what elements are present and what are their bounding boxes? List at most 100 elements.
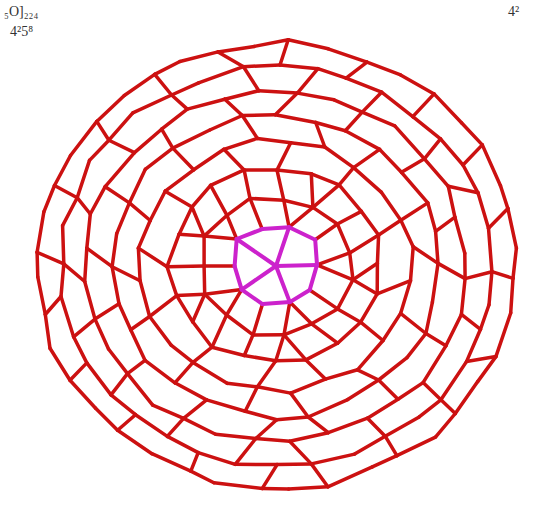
- framework-bond: [105, 153, 134, 187]
- framework-bond: [138, 221, 150, 249]
- framework-bond: [175, 383, 207, 400]
- framework-bond: [354, 168, 382, 193]
- framework-bond: [87, 363, 111, 395]
- framework-bond: [401, 75, 435, 94]
- framework-bond: [244, 335, 253, 356]
- framework-bond: [455, 217, 465, 253]
- framework-bond: [162, 109, 188, 129]
- framework-bond: [173, 148, 194, 170]
- framework-bond: [277, 417, 309, 420]
- framework-bond: [426, 334, 446, 346]
- framework-bond: [105, 187, 129, 203]
- framework-bond: [211, 185, 227, 215]
- framework-bond: [428, 203, 436, 231]
- framework-bond: [193, 347, 212, 362]
- framework-bond: [436, 231, 438, 263]
- framework-bond: [85, 282, 95, 320]
- framework-bond: [345, 131, 379, 150]
- framework-bond: [138, 248, 167, 267]
- framework-bond: [64, 264, 85, 282]
- framework-bond: [361, 322, 383, 340]
- framework-bond: [224, 138, 258, 149]
- framework-bond: [95, 304, 119, 319]
- framework-bond: [37, 212, 44, 253]
- framework-bond: [461, 279, 465, 315]
- framework-bond: [199, 67, 244, 83]
- framework-bond: [411, 247, 414, 281]
- framework-bond: [119, 304, 131, 330]
- framework-bond: [277, 143, 291, 170]
- framework-bond: [140, 281, 150, 317]
- framework-bond: [167, 264, 204, 268]
- framework-bond: [372, 456, 397, 467]
- framework-bond: [194, 149, 224, 170]
- framework-bond: [397, 437, 436, 456]
- framework-bond: [97, 96, 125, 122]
- framework-bond: [37, 252, 64, 264]
- framework-bond: [382, 92, 413, 116]
- framework-bond: [245, 411, 277, 420]
- framework-bond: [280, 40, 288, 65]
- framework-bond: [361, 294, 378, 322]
- framework-bond: [290, 302, 312, 324]
- framework-bond: [379, 220, 401, 235]
- framework-bond: [511, 278, 513, 313]
- framework-bond: [308, 417, 328, 433]
- framework-bond: [316, 123, 325, 148]
- framework-bond: [129, 203, 150, 221]
- framework-bond: [256, 439, 290, 442]
- framework-bond: [426, 302, 433, 333]
- framework-bond: [318, 69, 346, 79]
- framework-bond: [172, 83, 199, 95]
- framework-bond: [135, 129, 162, 152]
- framework-bond: [253, 333, 284, 337]
- framework-bond: [184, 400, 207, 419]
- framework-bond: [44, 186, 55, 212]
- framework-bond: [179, 234, 204, 236]
- framework-bond: [71, 121, 97, 155]
- framework-bond: [227, 290, 242, 315]
- framework-bond: [55, 186, 78, 198]
- framework-bond: [276, 358, 306, 362]
- framework-bond: [165, 191, 192, 207]
- framework-bond: [202, 236, 206, 266]
- framework-bond: [338, 309, 361, 322]
- framework-bond: [423, 383, 441, 400]
- framework-bond: [112, 234, 117, 267]
- framework-bond: [256, 420, 277, 439]
- framework-bond: [153, 405, 184, 418]
- framework-bond: [338, 280, 353, 309]
- framework-bond: [355, 436, 386, 454]
- core-bond: [235, 266, 242, 290]
- framework-bond: [259, 91, 298, 93]
- framework-bond: [311, 174, 313, 208]
- framework-bond: [172, 95, 188, 109]
- core-bond: [290, 290, 310, 302]
- framework-bond: [63, 198, 78, 226]
- framework-bond: [337, 211, 361, 224]
- framework-bond: [375, 263, 379, 294]
- framework-bond: [424, 159, 448, 187]
- framework-bond: [212, 347, 244, 355]
- framework-bond: [284, 200, 289, 227]
- framework-bond: [328, 49, 367, 62]
- framework-bond: [496, 313, 511, 357]
- framework-bond: [297, 69, 318, 93]
- framework-bond: [362, 112, 395, 126]
- framework-bond: [346, 78, 382, 92]
- framework-bond: [325, 147, 354, 168]
- framework-bond: [280, 65, 318, 69]
- core-bond: [262, 227, 289, 229]
- framework-bond: [128, 374, 153, 406]
- framework-bond: [150, 317, 172, 346]
- framework-bond: [368, 418, 386, 436]
- framework-bond: [275, 115, 315, 123]
- framework-bond: [291, 143, 325, 147]
- framework-bond: [257, 138, 290, 142]
- framework-bond: [155, 74, 172, 95]
- framework-bond: [339, 185, 361, 212]
- framework-bond: [212, 315, 227, 347]
- framework-bond: [250, 198, 284, 200]
- framework-bond: [311, 454, 354, 464]
